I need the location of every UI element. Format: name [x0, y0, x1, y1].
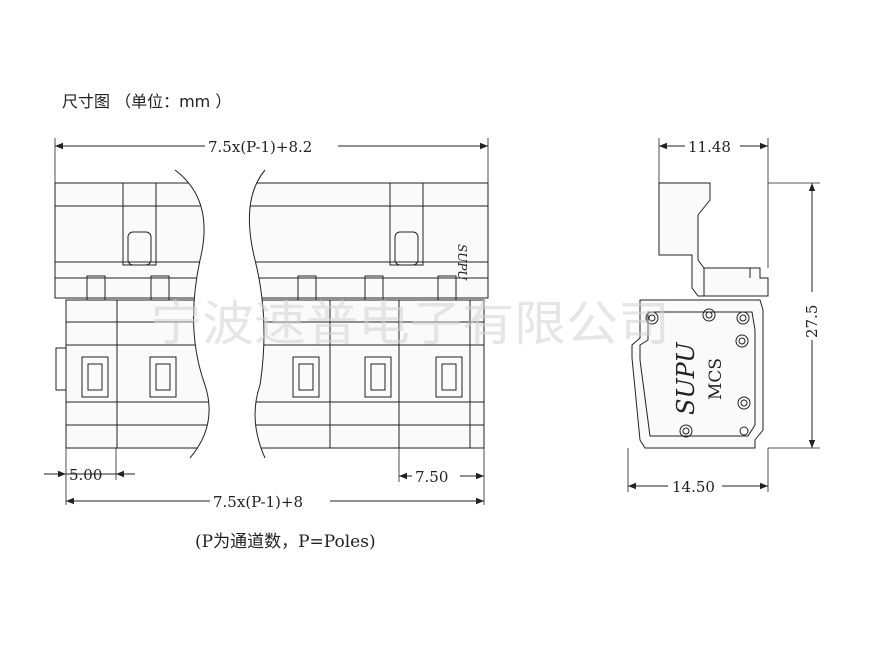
side-plug-outline — [631, 299, 764, 449]
front-latch-left — [122, 182, 157, 266]
dimension-side-bottom-width: 14.50 — [628, 478, 768, 496]
dimension-overall-top: 7.5x(P-1)+8.2 — [55, 138, 488, 156]
side-header-outline — [658, 182, 769, 297]
dimension-offset-left: 5.00 — [44, 466, 135, 484]
side-series-mark: MCS — [706, 358, 726, 400]
dimension-label-offset-left: 5.00 — [69, 466, 102, 484]
dimension-pitch: 7.50 — [399, 468, 484, 486]
front-break-lines — [174, 169, 266, 459]
dimension-label-overall-top: 7.5x(P-1)+8.2 — [208, 138, 312, 156]
front-latch-right — [389, 182, 424, 266]
front-header-body — [54, 182, 489, 299]
dimension-label-overall-bottom: 7.5x(P-1)+8 — [213, 493, 303, 511]
watermark: 宁波速普电子有限公司 — [150, 296, 670, 352]
side-view — [631, 182, 769, 449]
dimension-label-pitch: 7.50 — [415, 468, 448, 486]
side-brand-mark: SUPU — [672, 342, 700, 415]
side-mounting-holes — [645, 308, 751, 438]
dimension-label-side-top-width: 11.48 — [688, 138, 731, 156]
front-view — [54, 182, 489, 449]
page-title: 尺寸图 （单位：mm ） — [62, 92, 232, 111]
front-brand-mark: SUPU — [455, 244, 469, 281]
dimension-side-height: 27.5 — [803, 183, 821, 448]
front-break-gap — [175, 170, 265, 458]
dimension-label-side-height: 27.5 — [803, 305, 821, 338]
dimension-side-top-width: 11.48 — [659, 138, 768, 156]
dimension-overall-bottom: 7.5x(P-1)+8 — [66, 493, 484, 511]
dimension-label-side-bottom-width: 14.50 — [672, 478, 715, 496]
poles-footnote: (P为通道数，P=Poles) — [195, 532, 376, 552]
front-plug-body — [55, 299, 485, 449]
